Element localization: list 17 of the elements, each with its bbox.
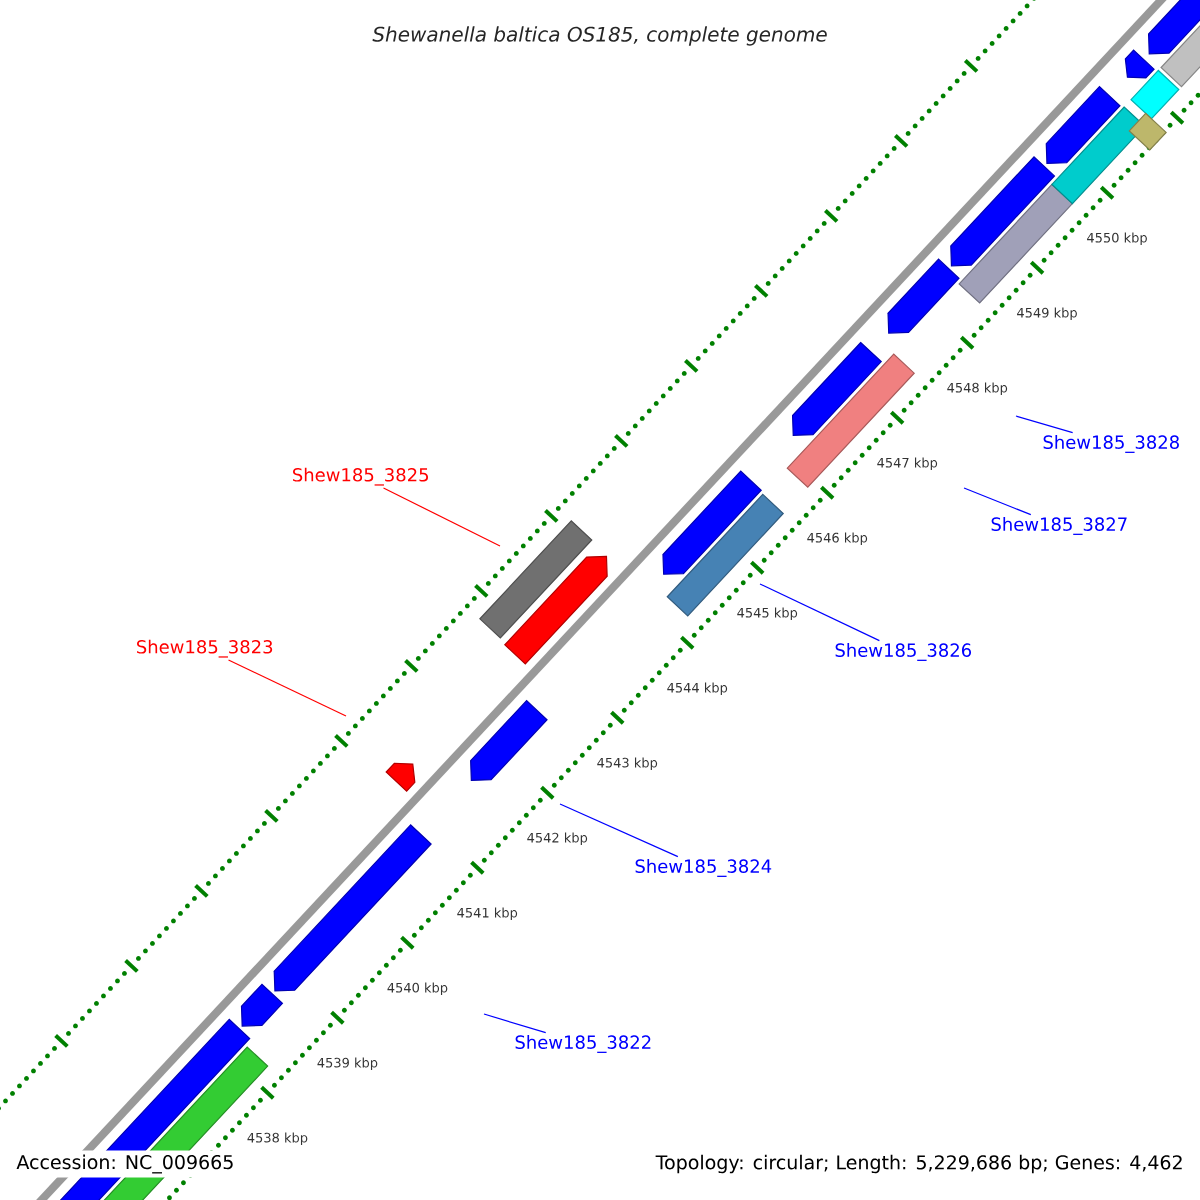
gene-label: Shew185_3825 bbox=[293, 467, 428, 486]
gene-label: Shew185_3824 bbox=[635, 859, 772, 877]
title: Shewanella baltica OS185, complete genome bbox=[372, 26, 827, 46]
leader-line bbox=[559, 803, 679, 858]
leader-line bbox=[483, 1013, 547, 1034]
gene-label: Shew185_3822 bbox=[515, 1035, 651, 1053]
gene-label: Shew185_3826 bbox=[835, 643, 972, 661]
accession-text: Accession: NC_009665 bbox=[12, 1150, 239, 1178]
leader-line bbox=[227, 659, 347, 717]
leader-line bbox=[382, 487, 501, 547]
gene-label: Shew185_3823 bbox=[137, 639, 273, 658]
gene-label: Shew185_3828 bbox=[1043, 435, 1179, 453]
leader-line bbox=[963, 487, 1032, 516]
gene-label: Shew185_3827 bbox=[991, 517, 1127, 535]
leader-line bbox=[759, 583, 880, 642]
leader-line bbox=[1015, 415, 1074, 434]
topology-text: Topology: circular; Length: 5,229,686 bp; Genes: 4,462 bbox=[651, 1150, 1188, 1178]
